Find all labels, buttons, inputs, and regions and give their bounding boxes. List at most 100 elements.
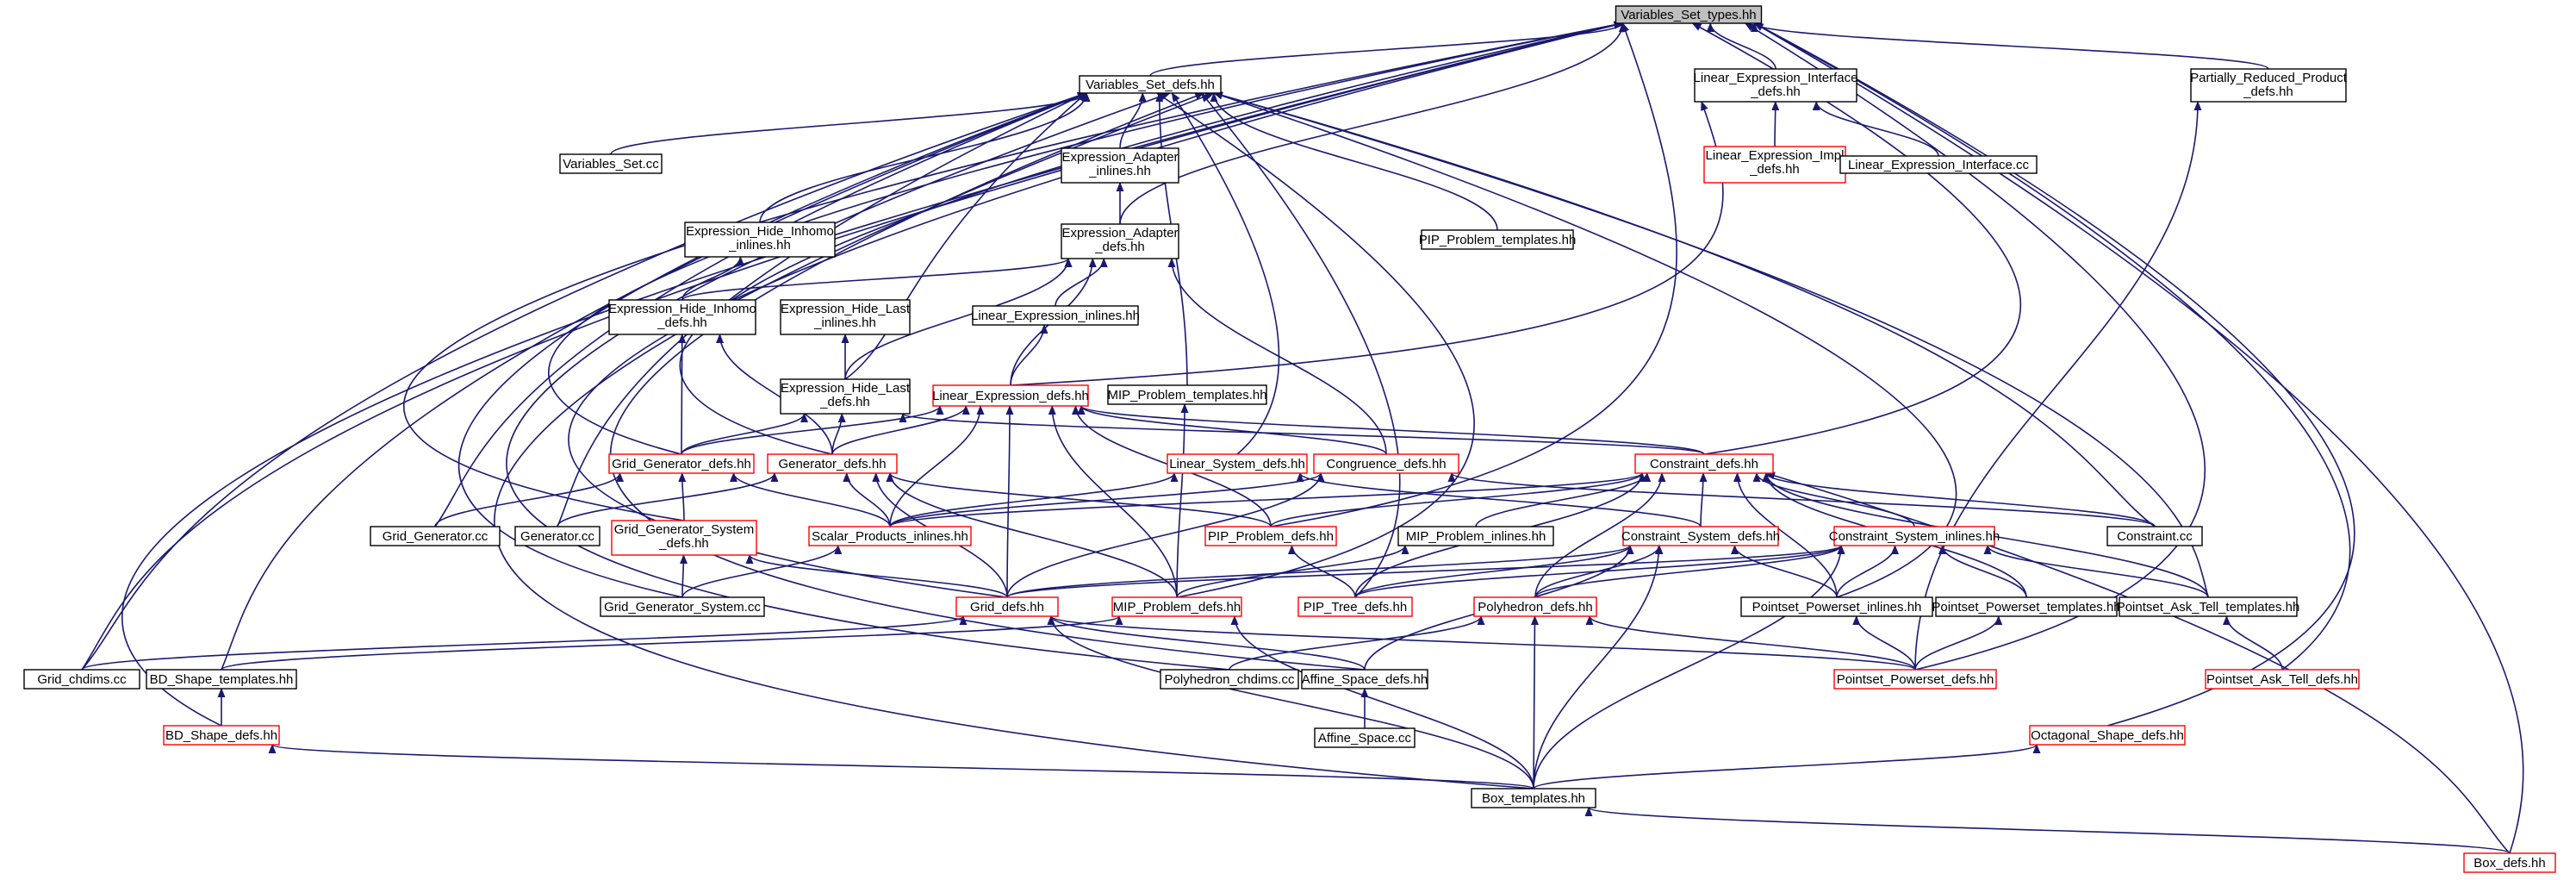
node-piptree[interactable]: PIP_Tree_defs.hh [1297,596,1413,617]
node-ehi-inl[interactable]: Expression_Hide_Inhomo_inlines.hh [684,222,836,258]
node-cs-defs[interactable]: Constraint_System_defs.hh [1621,526,1780,546]
node-label: Linear_Expression_Interface.cc [1848,158,2030,172]
include-edge-pat_tpl-to-vsdefs [1213,91,2209,598]
node-as-cc[interactable]: Affine_Space.cc [1314,727,1416,748]
node-box [780,299,911,335]
node-box [808,526,972,546]
node-ehl-defs[interactable]: Expression_Hide_Last_defs.hh [780,378,911,415]
node-box [1111,596,1242,617]
node-ea-inl[interactable]: Expression_Adapter_inlines.hh [1061,147,1179,184]
node-mip-tpl[interactable]: MIP_Problem_templates.hh [1107,384,1267,405]
node-ehi-defs[interactable]: Expression_Hide_Inhomo_defs.hh [608,299,756,335]
node-lei-defs[interactable]: Linear_Expression_Interface_defs.hh [1694,68,1858,103]
node-gg-cc[interactable]: Grid_Generator.cc [370,526,501,546]
node-grid-ch[interactable]: Grid_chdims.cc [23,669,140,690]
include-edge-pp_defs-to-poly_defs [1585,615,1916,671]
node-box [1471,788,1596,808]
node-box [1615,5,1763,24]
node-box-defs[interactable]: Box_defs.hh [2463,852,2556,873]
node-label: Linear_Expression_inlines.hh [971,309,1140,323]
node-label: Scalar_Products_inlines.hh [812,529,968,544]
include-edge-ehi_defs-to-ehi_inl [681,256,744,301]
node-label: Generator_defs.hh [778,457,886,471]
include-edge-grid_defs-to-ggs_defs [745,554,1008,598]
include-edge-pp_inl-to-cs_inl [1836,545,1899,598]
node-label: Polyhedron_defs.hh [1478,600,1592,615]
node-bd-defs[interactable]: BD_Shape_defs.hh [163,725,280,746]
include-edge-sp_inl-to-con_defs [889,472,1646,527]
node-box [1839,155,2038,174]
node-gg-defs[interactable]: Grid_Generator_defs.hh [608,453,755,474]
node-pp-defs[interactable]: Pointset_Powerset_defs.hh [1833,669,1997,690]
node-pip-defs[interactable]: PIP_Problem_defs.hh [1204,526,1337,546]
include-edge-ls_defs-to-vsdefs [1171,92,1280,455]
node-box [1473,596,1597,617]
node-label: Constraint_System_defs.hh [1621,529,1780,544]
node-con-defs[interactable]: Constraint_defs.hh [1634,453,1774,474]
node-label: Affine_Space_defs.hh [1302,672,1428,687]
node-label: MIP_Problem_inlines.hh [1406,529,1546,544]
node-poly-ch[interactable]: Polyhedron_chdims.cc [1160,669,1299,690]
node-ea-defs[interactable]: Expression_Adapter_defs.hh [1061,223,1179,259]
node-gen-cc[interactable]: Generator.cc [514,526,600,546]
include-edge-pip_defs-to-gen_defs [886,472,1272,527]
node-pip-tpl[interactable]: PIP_Problem_templates.hh [1419,229,1577,250]
node-ggs-cc[interactable]: Grid_Generator_System.cc [600,596,765,617]
include-edge-pp_defs-to-pp_tpl [1914,615,2003,671]
node-ls-defs[interactable]: Linear_System_defs.hh [1167,453,1308,474]
node-root[interactable]: Variables_Set_types.hh [1615,5,1763,24]
node-label: _defs.hh [1094,240,1145,254]
include-edge-lei_defs-to-root [1706,22,1776,70]
node-con-cc[interactable]: Constraint.cc [2106,526,2203,546]
include-edge-vscc-to-vsdefs [610,92,1091,155]
node-ggs-defs[interactable]: Grid_Generator_System_defs.hh [611,520,757,556]
node-label: Constraint.cc [2117,529,2193,544]
node-as-defs[interactable]: Affine_Space_defs.hh [1301,669,1428,690]
node-label: Grid_defs.hh [970,600,1044,615]
node-pp-tpl[interactable]: Pointset_Powerset_templates.hh [1932,596,2121,617]
node-lei-cc[interactable]: Linear_Expression_Interface.cc [1839,155,2038,174]
node-vscc[interactable]: Variables_Set.cc [559,153,663,174]
include-edge-box_tpl-to-cs_inl [1533,545,1845,790]
node-ehl-inl[interactable]: Expression_Hide_Last_inlines.hh [780,299,911,335]
node-pat-defs[interactable]: Pointset_Ask_Tell_defs.hh [2205,669,2360,690]
node-mip-defs[interactable]: MIP_Problem_defs.hh [1111,596,1242,617]
node-label: Variables_Set_types.hh [1621,8,1756,22]
node-grid-defs[interactable]: Grid_defs.hh [955,596,1059,617]
node-oct-defs[interactable]: Octagonal_Shape_defs.hh [2029,725,2186,746]
node-prp[interactable]: Partially_Reduced_Product_defs.hh [2190,68,2348,103]
include-edge-piptree-to-cs_defs [1354,545,1634,598]
include-edge-gg_cc-to-vsdefs [434,92,1087,527]
node-cong-defs[interactable]: Congruence_defs.hh [1313,453,1459,474]
include-edge-lei_cc-to-lei_defs [1812,101,1939,157]
node-gen-defs[interactable]: Generator_defs.hh [767,453,898,474]
node-vsdefs[interactable]: Variables_Set_defs.hh [1079,75,1222,94]
node-pp-inl[interactable]: Pointset_Powerset_inlines.hh [1740,596,1933,617]
node-label: Generator.cc [520,529,594,544]
node-label: Linear_Expression_Interface [1694,71,1858,85]
node-pat-tpl[interactable]: Pointset_Ask_Tell_templates.hh [2117,596,2300,617]
include-edge-gg_defs-to-ehi_defs [678,334,687,455]
include-edge-pip_defs-to-root [1270,22,1677,527]
include-edge-box_tpl-to-mip_defs [1230,615,1534,790]
node-box [1833,669,1997,690]
node-box [1160,669,1299,690]
node-sp-inl[interactable]: Scalar_Products_inlines.hh [808,526,972,546]
node-label: Linear_Expression_defs.hh [932,389,1089,403]
node-label: Expression_Hide_Inhomo [686,224,834,239]
node-box [1314,727,1416,748]
node-le-inl[interactable]: Linear_Expression_inlines.hh [971,305,1140,326]
node-lei-impl[interactable]: Linear_Expression_Impl_defs.hh [1703,146,1846,184]
node-cs-inl[interactable]: Constraint_System_inlines.hh [1829,526,2000,546]
node-bd-tpl[interactable]: BD_Shape_templates.hh [146,669,297,690]
include-edge-ehi_defs-to-ea_defs [681,258,1073,301]
include-edge-con_cc-to-con_defs [1762,472,2156,527]
node-box [1740,596,1933,617]
node-box-tpl[interactable]: Box_templates.hh [1471,788,1596,808]
node-le-defs[interactable]: Linear_Expression_defs.hh [932,384,1089,407]
node-label: Constraint_defs.hh [1650,457,1758,471]
node-mip-inl[interactable]: MIP_Problem_inlines.hh [1397,526,1554,546]
include-edge-prp-to-root [1751,22,2269,70]
node-poly-defs[interactable]: Polyhedron_defs.hh [1473,596,1597,617]
node-label: Grid_Generator.cc [383,529,488,544]
